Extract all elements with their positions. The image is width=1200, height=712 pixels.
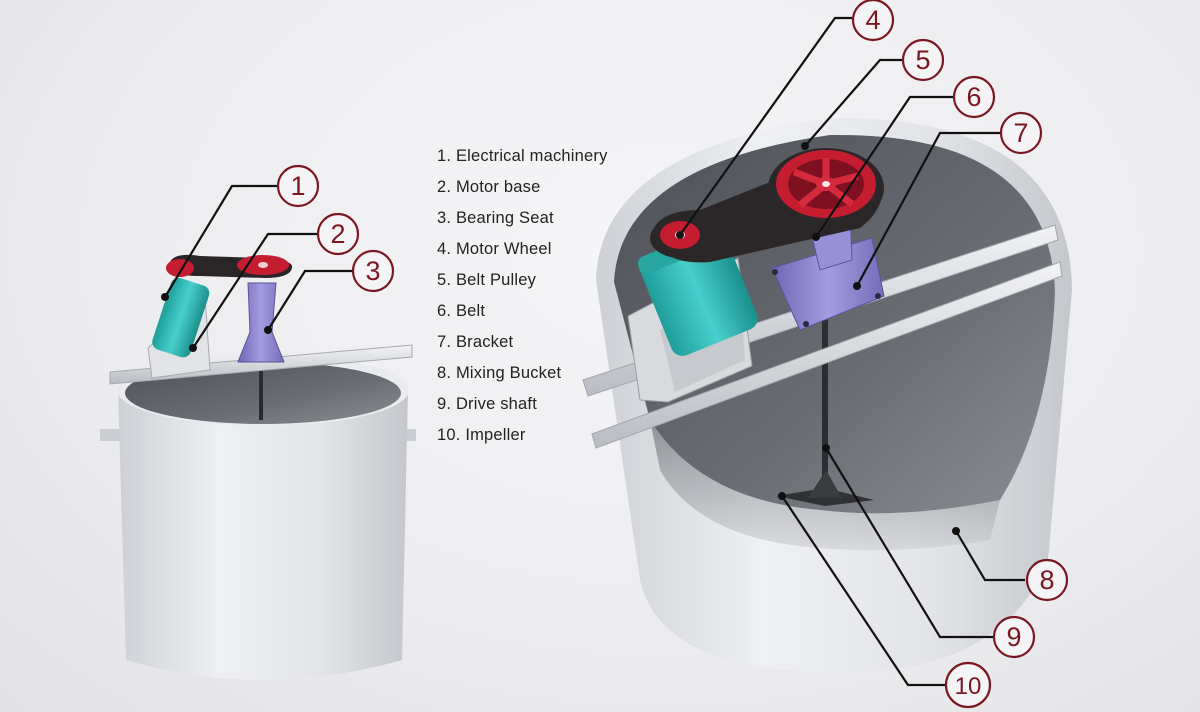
leader-dots — [161, 142, 960, 535]
drive-shaft-small — [259, 360, 263, 420]
legend-item: 9. Drive shaft — [437, 395, 538, 413]
tank-body — [118, 390, 408, 680]
drive-shaft-large — [822, 300, 828, 500]
callout-3-label: 3 — [365, 256, 380, 286]
impeller-large — [776, 470, 874, 506]
large-mixing-tank — [582, 117, 1072, 673]
legend-item: 2. Motor base — [437, 178, 541, 196]
callout-7-label: 7 — [1013, 118, 1028, 148]
legend-item: 3. Bearing Seat — [437, 209, 554, 227]
legend-item: 6. Belt — [437, 302, 486, 320]
callout-2-label: 2 — [330, 219, 345, 249]
legend-item: 1. Electrical machinery — [437, 147, 608, 165]
small-mixing-tank — [100, 254, 416, 680]
callout-8: 8 — [1025, 558, 1069, 602]
callout-10-label: 10 — [955, 673, 982, 700]
callout-8-label: 8 — [1039, 565, 1054, 595]
legend-item: 5. Belt Pulley — [437, 271, 537, 289]
callout-3: 3 — [351, 249, 395, 293]
tank-lug-left — [100, 429, 122, 441]
callout-4-label: 4 — [865, 5, 880, 35]
legend-item: 8. Mixing Bucket — [437, 364, 562, 382]
parts-legend: 1. Electrical machinery 2. Motor base 3.… — [437, 143, 608, 453]
legend-item: 7. Bracket — [437, 333, 514, 351]
callout-1: 1 — [276, 164, 320, 208]
callout-1-label: 1 — [290, 171, 305, 201]
callout-10: 10 — [944, 661, 992, 709]
legend-item: 10. Impeller — [437, 426, 526, 444]
callout-6-label: 6 — [966, 82, 981, 112]
cross-beam-small — [109, 344, 413, 385]
belt-pulley-large — [768, 148, 884, 228]
motor-wheel-small — [166, 259, 194, 277]
callout-9: 9 — [992, 615, 1036, 659]
callout-6: 6 — [952, 75, 996, 119]
callout-9-label: 9 — [1006, 622, 1021, 652]
callout-5-label: 5 — [915, 45, 930, 75]
callout-2: 2 — [316, 212, 360, 256]
bearing-seat-small — [237, 282, 285, 363]
callout-7: 7 — [999, 111, 1043, 155]
cross-beam-lower — [591, 261, 1063, 449]
leader-lines — [164, 16, 1025, 687]
legend-item: 4. Motor Wheel — [437, 240, 552, 258]
callout-5: 5 — [901, 38, 945, 82]
callout-4: 4 — [851, 0, 895, 42]
